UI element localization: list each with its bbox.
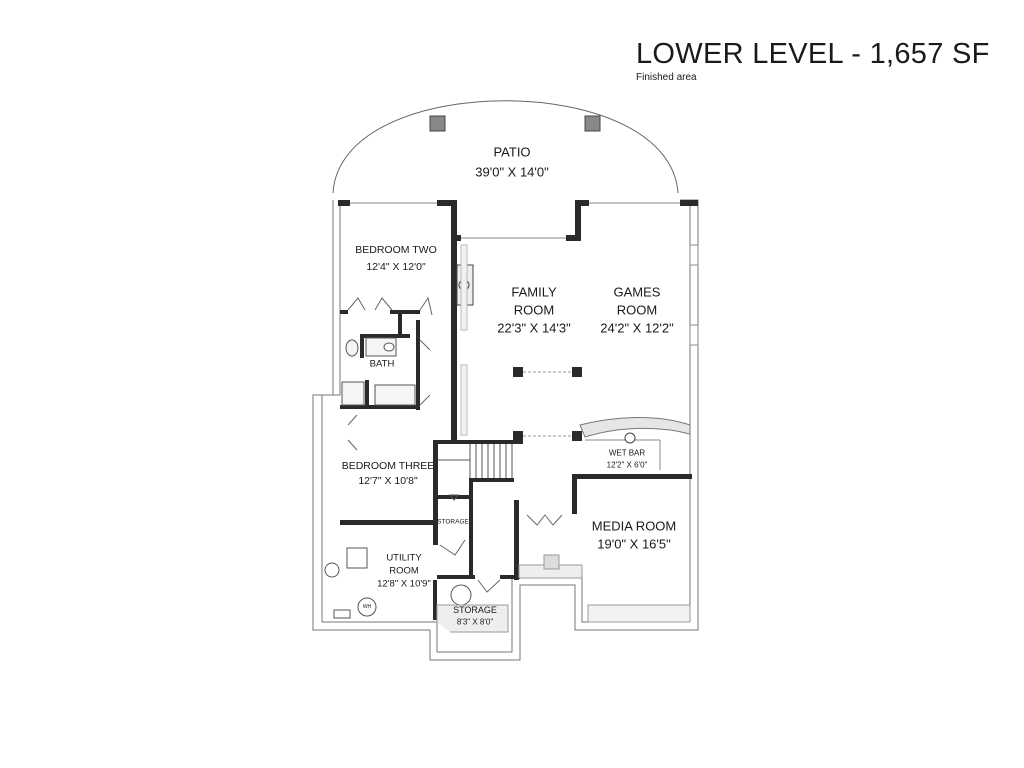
laundry-sink	[346, 547, 368, 569]
stairs	[438, 444, 513, 501]
wet-bar-label: WET BAR	[608, 448, 646, 458]
interior-walls	[338, 200, 698, 620]
patio-pillar	[584, 115, 601, 132]
storage-label: STORAGE	[453, 605, 497, 615]
bedroom-two-size: 12'4" X 12'0"	[366, 261, 426, 273]
hearth	[460, 244, 468, 331]
plan-subtitle: Finished area	[636, 72, 697, 83]
bedroom-three-label: BEDROOM THREE	[341, 460, 435, 472]
family-room-size: 22'3" X 14'3"	[497, 320, 571, 336]
bedroom-three-size: 12'7" X 10'8"	[358, 475, 418, 487]
bathtub	[374, 384, 416, 406]
patio-label: PATIO	[493, 144, 531, 160]
wet-bar-counter	[579, 417, 691, 438]
media-room-size: 19'0" X 16'5"	[597, 536, 671, 552]
family-room-label-1: FAMILY	[511, 284, 557, 300]
vanity	[365, 337, 397, 357]
plan-title: LOWER LEVEL - 1,657 SF	[636, 38, 990, 70]
bedroom-two-label: BEDROOM TWO	[355, 244, 437, 256]
storage-small-label: STORAGE	[437, 518, 469, 526]
media-room-label: MEDIA ROOM	[591, 518, 677, 534]
shower	[341, 381, 365, 406]
family-room-label-2: ROOM	[513, 302, 555, 318]
patio-pillar	[429, 115, 446, 132]
water-heater-label: WH	[362, 604, 372, 610]
games-room-label-2: ROOM	[616, 302, 658, 318]
bar-sink	[624, 432, 636, 444]
exterior-walls	[312, 199, 699, 661]
utility-room-label-2: ROOM	[389, 565, 419, 577]
bath-label: BATH	[369, 358, 395, 370]
storage-size: 8'3" X 8'0"	[456, 617, 494, 627]
utility-room-size: 12'8" X 10'9"	[377, 578, 431, 590]
patio-size: 39'0" X 14'0"	[475, 164, 549, 180]
columns	[513, 367, 582, 441]
toilet	[345, 339, 359, 357]
games-room-label-1: GAMES	[613, 284, 661, 300]
utility-room-label-1: UTILITY	[386, 552, 422, 564]
wet-bar-size: 12'2" X 6'0"	[606, 460, 648, 470]
water-heater	[357, 597, 377, 617]
games-room-size: 24'2" X 12'2"	[600, 320, 674, 336]
